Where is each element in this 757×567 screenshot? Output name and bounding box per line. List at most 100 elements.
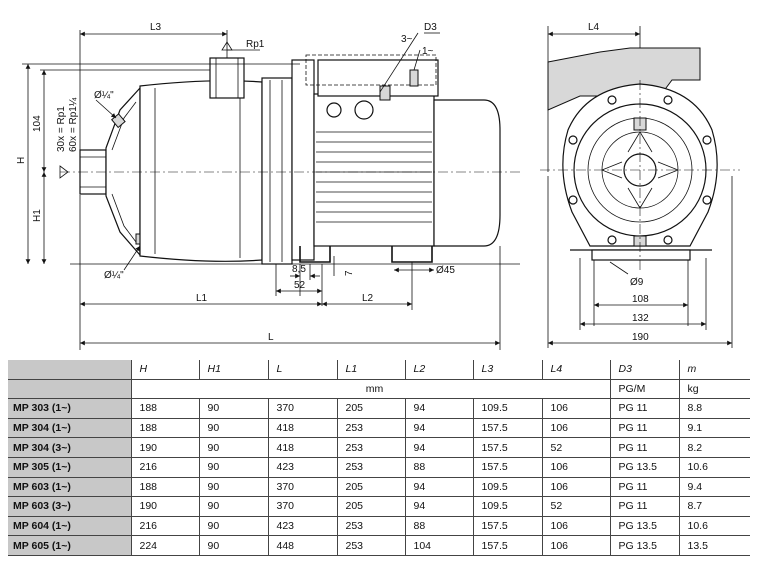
h1-label: H1 (32, 209, 43, 222)
cell-l4: 106 (541, 516, 610, 537)
dim-7-label: 7 (344, 270, 355, 276)
dim-190-label: 190 (632, 332, 649, 343)
dim-104-label: 104 (32, 115, 43, 132)
model-name: MP 304 (1~) (8, 418, 131, 439)
cell-l2: 94 (404, 477, 473, 498)
cell-d3: PG 11 (609, 398, 679, 419)
cell-d3: PG 11 (609, 418, 679, 439)
side-view-dimensions: L3 Rp1 D3 3~ 1~ Ø¼" 104 30x = Rp1 60x = … (16, 22, 501, 350)
h-label: H (16, 157, 27, 164)
motor-flange (261, 77, 293, 265)
cell-h: 224 (130, 535, 199, 556)
dim-132-label: 132 (632, 313, 649, 324)
model-name: MP 305 (1~) (8, 457, 131, 478)
cell-h: 188 (130, 418, 199, 439)
cell-h: 216 (130, 516, 199, 537)
cell-l3: 157.5 (472, 516, 542, 537)
cell-l1: 205 (336, 477, 405, 498)
cell-l2: 94 (404, 418, 473, 439)
cell-d3: PG 13.5 (609, 457, 679, 478)
cell-l2: 94 (404, 496, 473, 517)
rp1-label: Rp1 (246, 39, 265, 50)
cell-h: 188 (130, 398, 199, 419)
cell-h1: 90 (198, 457, 268, 478)
model-name: MP 603 (3~) (8, 496, 131, 517)
cell-m: 9.1 (678, 418, 750, 439)
cell-l: 423 (267, 516, 337, 537)
l3-label: L3 (150, 22, 162, 33)
cell-d3: PG 13.5 (609, 516, 679, 537)
unit-d3: PG/M (609, 379, 679, 400)
cell-l3: 157.5 (472, 437, 542, 458)
cell-l1: 253 (336, 535, 405, 556)
col-header: L2 (404, 360, 473, 380)
cell-l4: 106 (541, 535, 610, 556)
cell-l4: 106 (541, 477, 610, 498)
l4-label: L4 (588, 22, 600, 33)
rp-note-1: 30x = Rp1 (56, 106, 67, 152)
cell-m: 13.5 (678, 535, 750, 556)
cell-h1: 90 (198, 437, 268, 458)
capacitor-gland (379, 85, 391, 101)
col-header: m (678, 360, 750, 380)
model-name: MP 304 (3~) (8, 437, 131, 458)
phi-45-label: Ø45 (436, 265, 455, 276)
cell-l1: 253 (336, 418, 405, 439)
model-name: MP 605 (1~) (8, 535, 131, 556)
dimensions-table: H H1 L L1 L2 L3 L4 D3 m mm PG/M kg MP 30… (8, 360, 750, 556)
phi-quarter-bottom-label: Ø¼" (104, 269, 124, 281)
cell-l: 370 (267, 398, 337, 419)
cell-l1: 205 (336, 496, 405, 517)
cell-l: 418 (267, 418, 337, 439)
cell-l4: 106 (541, 398, 610, 419)
table-header-row: H H1 L L1 L2 L3 L4 D3 m (8, 360, 750, 380)
dim-8-5-label: 8,5 (292, 264, 306, 275)
model-name: MP 604 (1~) (8, 516, 131, 537)
front-base (591, 249, 691, 261)
l2-label: L2 (362, 293, 374, 304)
cell-l2: 88 (404, 516, 473, 537)
one-phase-label: 1~ (422, 46, 434, 57)
cell-l3: 109.5 (472, 477, 542, 498)
col-header: D3 (609, 360, 679, 380)
cell-h: 190 (130, 496, 199, 517)
cell-h1: 90 (198, 418, 268, 439)
cell-h: 216 (130, 457, 199, 478)
cell-l3: 157.5 (472, 418, 542, 439)
cell-m: 9.4 (678, 477, 750, 498)
cell-l4: 52 (541, 496, 610, 517)
cell-m: 8.8 (678, 398, 750, 419)
table-unit-row: mm PG/M kg (8, 379, 750, 400)
cell-h1: 90 (198, 535, 268, 556)
cable-gland-right (354, 100, 374, 120)
side-view (60, 54, 520, 265)
cell-h: 188 (130, 477, 199, 498)
cell-l: 418 (267, 437, 337, 458)
cell-m: 8.7 (678, 496, 750, 517)
col-header: H (130, 360, 199, 380)
cell-l1: 253 (336, 437, 405, 458)
cell-m: 10.6 (678, 516, 750, 537)
pump-dimension-drawing: L3 Rp1 D3 3~ 1~ Ø¼" 104 30x = Rp1 60x = … (16, 22, 740, 350)
three-phase-label: 3~ (401, 34, 413, 45)
l-label: L (268, 332, 274, 343)
cell-l3: 109.5 (472, 398, 542, 419)
cell-l: 370 (267, 477, 337, 498)
bearing-bracket (291, 59, 315, 261)
dim-108-label: 108 (632, 294, 649, 305)
model-name: MP 603 (1~) (8, 477, 131, 498)
terminal-box (317, 59, 439, 97)
cell-m: 8.2 (678, 437, 750, 458)
unit-m: kg (678, 379, 750, 400)
cell-l2: 88 (404, 457, 473, 478)
col-header: L1 (336, 360, 405, 380)
cell-l: 448 (267, 535, 337, 556)
terminal-box-front (547, 47, 701, 111)
